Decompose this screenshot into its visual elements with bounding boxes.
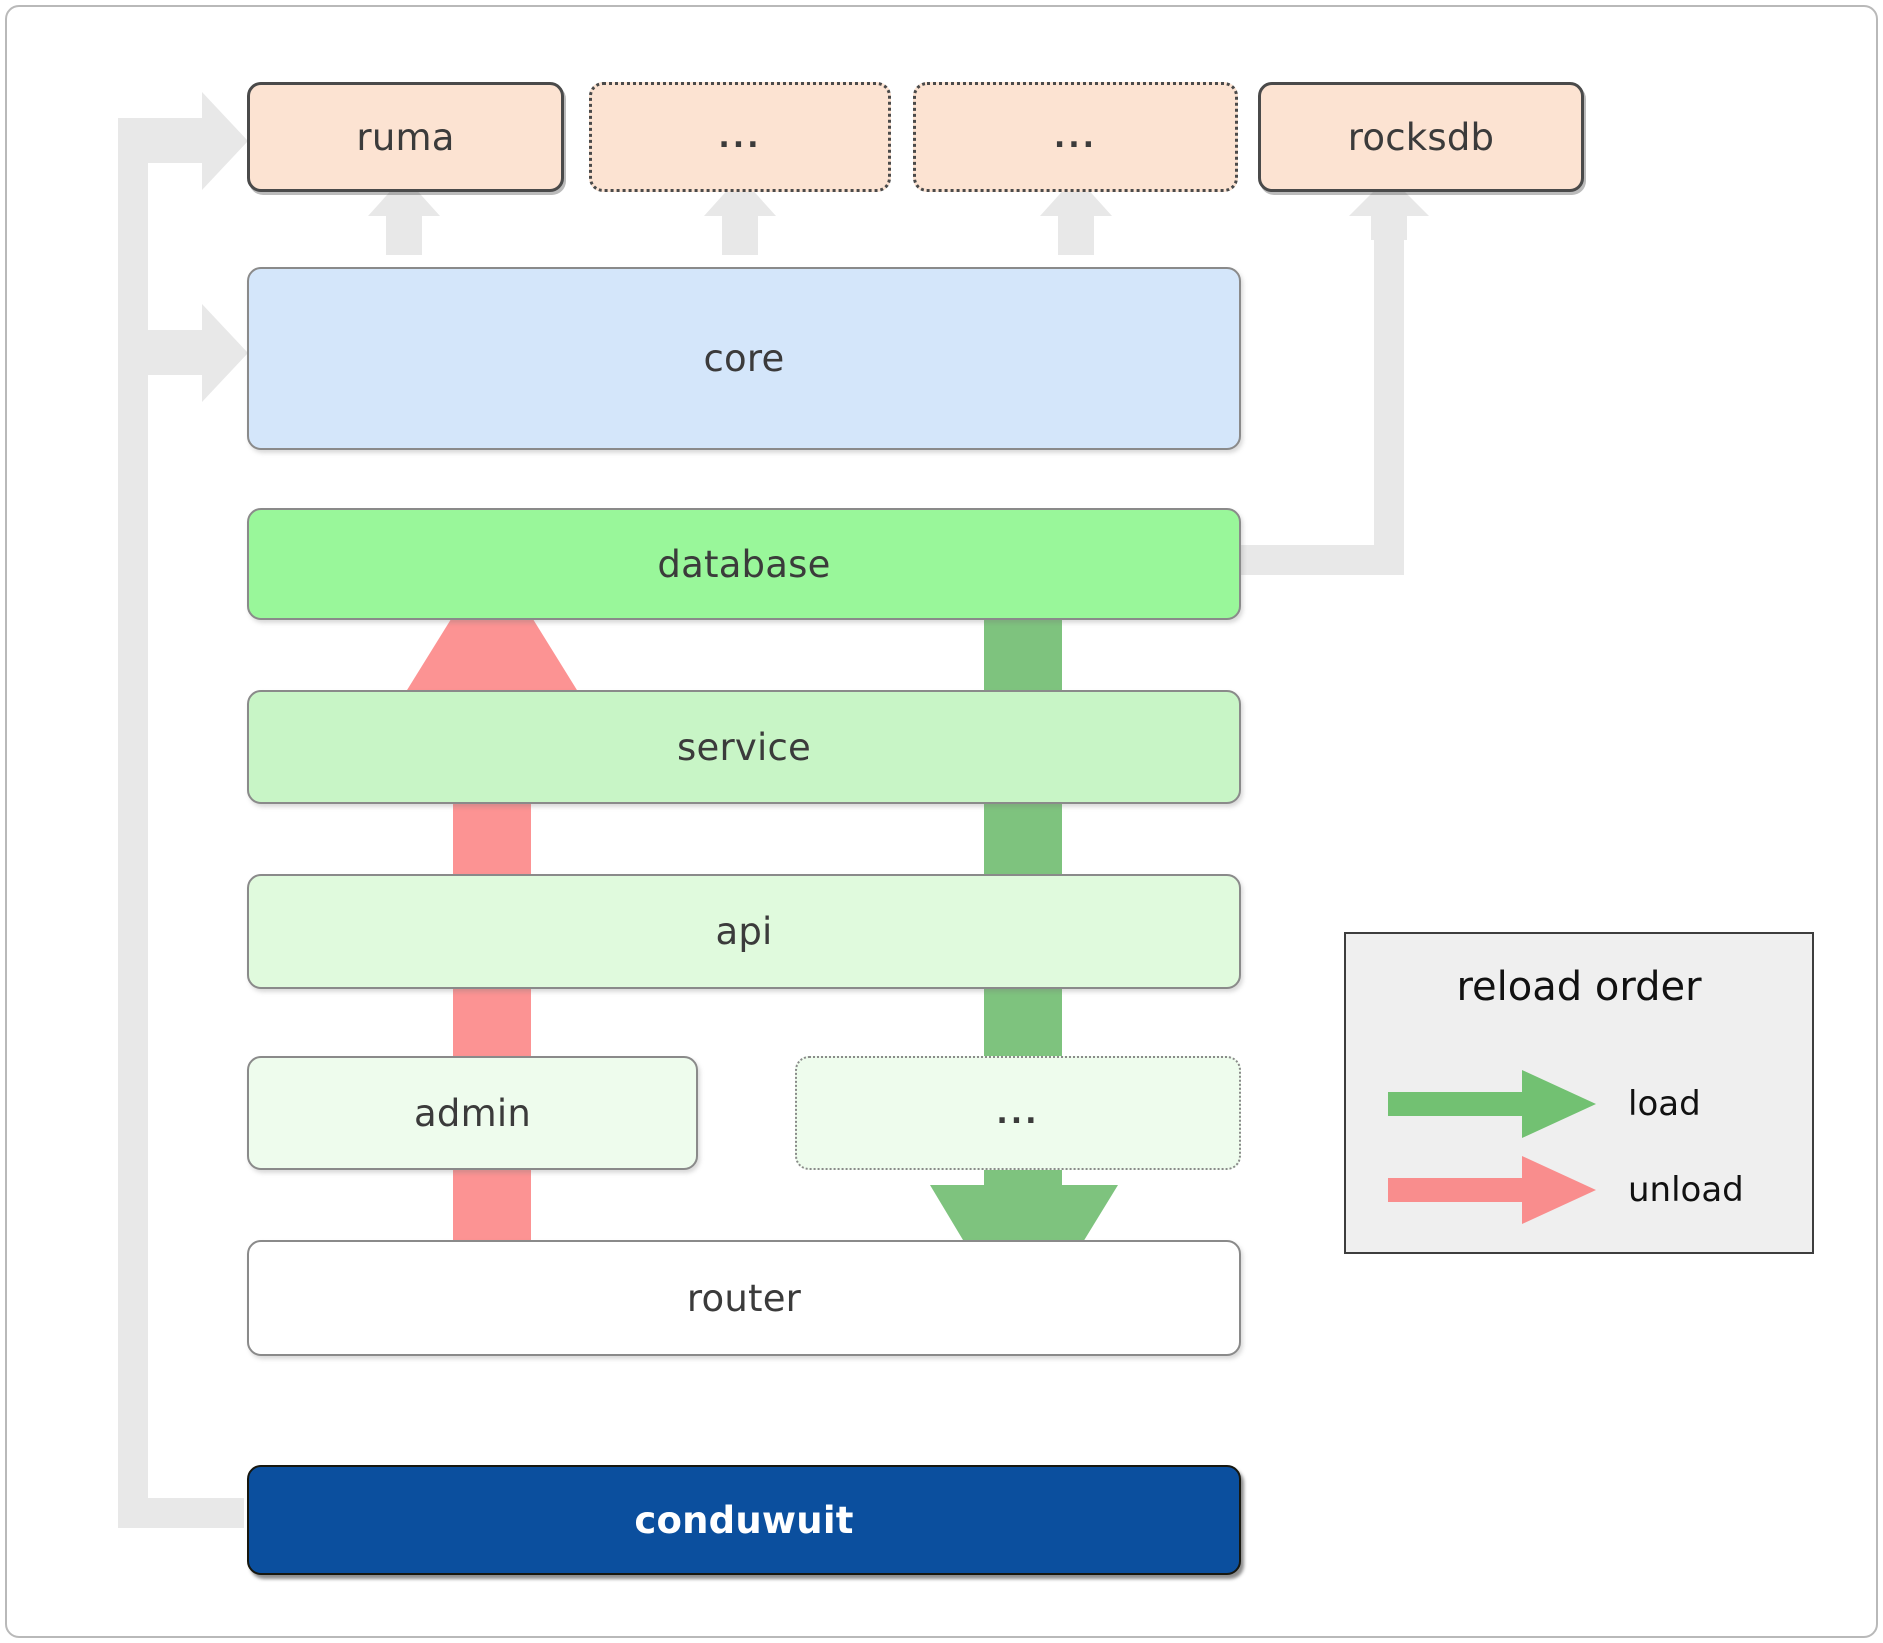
layer-box-optional[interactable]: ...	[795, 1056, 1241, 1170]
layer-box-router[interactable]: router	[247, 1240, 1241, 1356]
legend-label-load: load	[1628, 1084, 1701, 1124]
connector-arrow-ruma	[118, 92, 248, 190]
connector-arrow-rocksdb	[1349, 176, 1429, 240]
legend-title: reload order	[1456, 964, 1702, 1010]
legend-panel: reload order load unload	[1344, 932, 1814, 1254]
connector-left-rail	[118, 140, 148, 1528]
connector-core-to-ruma	[368, 176, 440, 255]
dependency-connectors	[118, 92, 1429, 1528]
dependency-box-optional-2[interactable]: ...	[913, 82, 1238, 192]
legend-load-arrow-icon	[1388, 1070, 1596, 1138]
layer-box-service[interactable]: service	[247, 690, 1241, 804]
legend-row-load: load	[1382, 1064, 1782, 1144]
layer-box-database[interactable]: database	[247, 508, 1241, 620]
layer-box-admin[interactable]: admin	[247, 1056, 698, 1170]
dependency-box-ruma[interactable]: ruma	[247, 82, 564, 192]
layer-box-api[interactable]: api	[247, 874, 1241, 989]
connector-arrow-core	[118, 304, 248, 402]
connector-core-to-opt2	[1040, 176, 1112, 255]
connector-core-to-opt1	[704, 176, 776, 255]
connector-conduwuit-to-ruma	[118, 1498, 244, 1528]
legend-row-unload: unload	[1382, 1150, 1782, 1230]
dependency-box-rocksdb[interactable]: rocksdb	[1258, 82, 1584, 192]
layer-box-core[interactable]: core	[247, 267, 1241, 450]
dependency-box-optional-1[interactable]: ...	[589, 82, 891, 192]
connector-database-to-rocksdb	[1235, 545, 1400, 575]
legend-label-unload: unload	[1628, 1170, 1744, 1210]
connector-right-rail	[1374, 240, 1404, 575]
legend-unload-arrow-icon	[1388, 1156, 1596, 1224]
binary-box-conduwuit[interactable]: conduwuit	[247, 1465, 1241, 1575]
